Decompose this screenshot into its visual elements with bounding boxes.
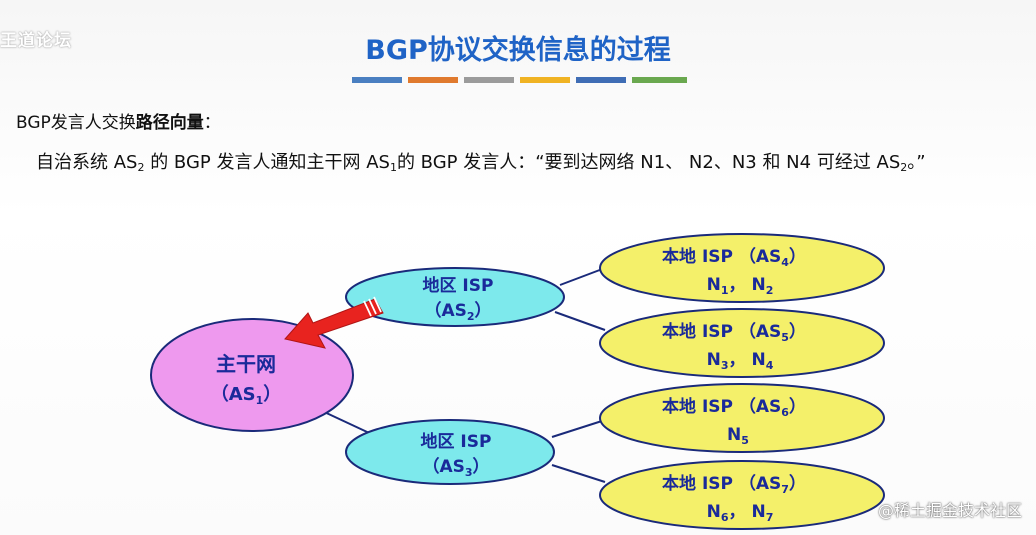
underline-bar-6 bbox=[632, 77, 687, 83]
desc-sub-c: 2 bbox=[900, 161, 908, 174]
region2-as: （AS2） bbox=[424, 300, 491, 323]
local4-networks: N1， N2 bbox=[707, 275, 774, 297]
local6-networks: N5 bbox=[727, 425, 749, 447]
node-local-as4: 本地 ISP （AS4） N1， N2 bbox=[599, 233, 885, 303]
node-local-as6: 本地 ISP （AS6） N5 bbox=[599, 383, 885, 453]
region2-label: 地区 ISP bbox=[423, 275, 494, 296]
link-region2-local4 bbox=[559, 267, 606, 286]
link-region3-local6 bbox=[551, 419, 606, 438]
underline-bar-1 bbox=[352, 77, 402, 83]
corner-watermark: @稀土掘金技术社区 bbox=[877, 501, 1022, 520]
desc-sub-a: 2 bbox=[137, 161, 145, 174]
backbone-label: 主干网 bbox=[216, 352, 276, 376]
link-region3-local7 bbox=[551, 464, 606, 483]
desc-part-a: 自治系统 AS bbox=[36, 152, 138, 173]
underline-bar-5 bbox=[576, 77, 626, 83]
desc-part-d: 。” bbox=[907, 152, 926, 173]
local5-label: 本地 ISP （AS5） bbox=[662, 321, 806, 344]
local4-label: 本地 ISP （AS4） bbox=[662, 246, 806, 269]
node-region-as2: 地区 ISP （AS2） bbox=[345, 267, 565, 327]
node-local-as5: 本地 ISP （AS5） N3， N4 bbox=[599, 308, 885, 378]
desc-part-c: 的 BGP 发言人：“要到达网络 N1、 N2、N3 和 N4 可经过 AS bbox=[396, 152, 901, 173]
region3-label: 地区 ISP bbox=[421, 431, 492, 452]
local6-label: 本地 ISP （AS6） bbox=[662, 396, 806, 419]
underline-bar-4 bbox=[520, 77, 570, 83]
local7-label: 本地 ISP （AS7） bbox=[662, 473, 806, 496]
intro-line: BGP发言人交换路径向量： bbox=[16, 108, 221, 133]
desc-part-b: 的 BGP 发言人通知主干网 AS bbox=[144, 152, 390, 173]
node-backbone: 主干网 （AS1） bbox=[150, 318, 354, 432]
region3-as: （AS3） bbox=[422, 456, 489, 479]
underline-bar-2 bbox=[408, 77, 458, 83]
underline-bar-3 bbox=[464, 77, 514, 83]
desc-sub-b: 1 bbox=[389, 161, 397, 174]
local7-networks: N6， N7 bbox=[707, 502, 774, 524]
description-line: 自治系统 AS2 的 BGP 发言人通知主干网 AS1的 BGP 发言人：“要到… bbox=[36, 148, 926, 174]
node-region-as3: 地区 ISP （AS3） bbox=[345, 419, 555, 485]
path-vector-arrow bbox=[284, 296, 384, 349]
forum-watermark: 王道论坛 bbox=[0, 31, 72, 51]
intro-suffix: ： bbox=[203, 113, 221, 133]
intro-bold: 路径向量 bbox=[135, 113, 204, 133]
slide-title: BGP协议交换信息的过程 bbox=[365, 35, 671, 66]
link-region2-local5 bbox=[554, 311, 606, 331]
intro-prefix: BGP发言人交换 bbox=[16, 113, 136, 133]
local5-networks: N3， N4 bbox=[707, 350, 774, 372]
backbone-as: （AS1） bbox=[211, 384, 282, 407]
node-local-as7: 本地 ISP （AS7） N6， N7 bbox=[599, 460, 885, 530]
